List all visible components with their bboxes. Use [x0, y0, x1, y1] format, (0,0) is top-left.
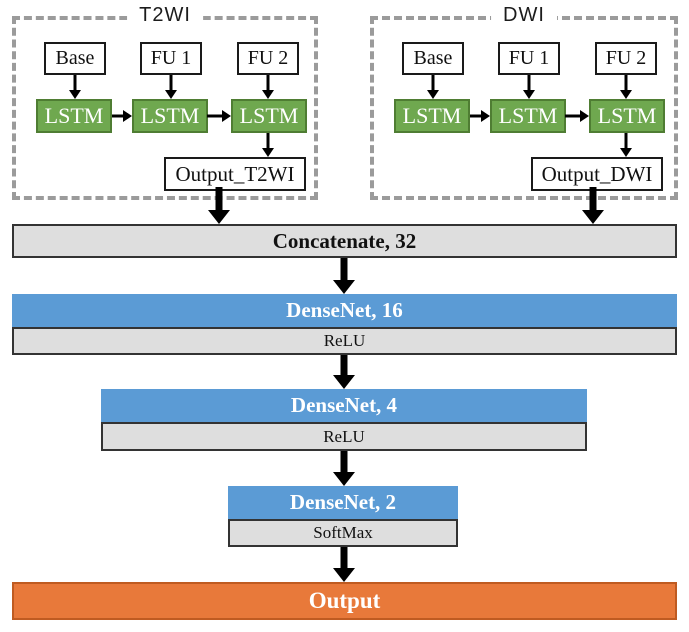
arrow-lstm2-to-lstm3	[565, 110, 589, 122]
arrow-softmax-to-output	[332, 547, 356, 582]
arrow-fu1-to-lstm	[165, 75, 177, 99]
concatenate-layer-bar: Concatenate, 32	[12, 224, 677, 258]
t2wi-lstm-2: LSTM	[132, 99, 208, 133]
arrow-dwi-to-concat	[581, 187, 605, 224]
arrow-dense4-to-dense2	[332, 451, 356, 486]
t2wi-output-box: Output_T2WI	[164, 157, 306, 191]
t2wi-lstm-1: LSTM	[36, 99, 112, 133]
arrow-fu2-to-lstm	[620, 75, 632, 99]
dwi-input-fu2: FU 2	[595, 42, 657, 75]
dwi-lstm-3: LSTM	[589, 99, 665, 133]
arrow-concat-to-dense16	[332, 258, 356, 294]
t2wi-input-fu2: FU 2	[237, 42, 299, 75]
dwi-input-base: Base	[402, 42, 464, 75]
arrow-t2wi-to-concat	[207, 187, 231, 224]
arrow-lstm1-to-lstm2	[112, 110, 132, 122]
t2wi-lstm-3: LSTM	[231, 99, 307, 133]
dense2-layer-bar: DenseNet, 2	[228, 486, 458, 519]
dwi-branch-panel: DWI Base FU 1 FU 2 LSTM LSTM LSTM Output…	[370, 4, 678, 200]
dwi-panel-title: DWI	[491, 4, 557, 27]
dwi-lstm-2: LSTM	[490, 99, 566, 133]
arrow-fu1-to-lstm	[523, 75, 535, 99]
relu16-activation-bar: ReLU	[12, 327, 677, 355]
arrow-lstm1-to-lstm2	[470, 110, 490, 122]
relu4-activation-bar: ReLU	[101, 422, 587, 451]
softmax-activation-bar: SoftMax	[228, 519, 458, 547]
arrow-dense16-to-dense4	[332, 355, 356, 389]
dwi-output-box: Output_DWI	[531, 157, 663, 191]
t2wi-branch-panel: T2WI Base FU 1 FU 2 LSTM LSTM LSTM Outpu…	[12, 4, 318, 200]
dense4-layer-bar: DenseNet, 4	[101, 389, 587, 422]
arrow-lstm2-to-lstm3	[207, 110, 231, 122]
arrow-fu2-to-lstm	[262, 75, 274, 99]
t2wi-input-base: Base	[44, 42, 106, 75]
output-layer-bar: Output	[12, 582, 677, 620]
arrow-lstm3-to-output	[262, 133, 274, 157]
t2wi-input-fu1: FU 1	[140, 42, 202, 75]
t2wi-panel-title: T2WI	[127, 4, 203, 27]
arrow-lstm3-to-output	[620, 133, 632, 157]
dwi-input-fu1: FU 1	[498, 42, 560, 75]
arrow-base-to-lstm	[69, 75, 81, 99]
dwi-lstm-1: LSTM	[394, 99, 470, 133]
dense16-layer-bar: DenseNet, 16	[12, 294, 677, 327]
arrow-base-to-lstm	[427, 75, 439, 99]
